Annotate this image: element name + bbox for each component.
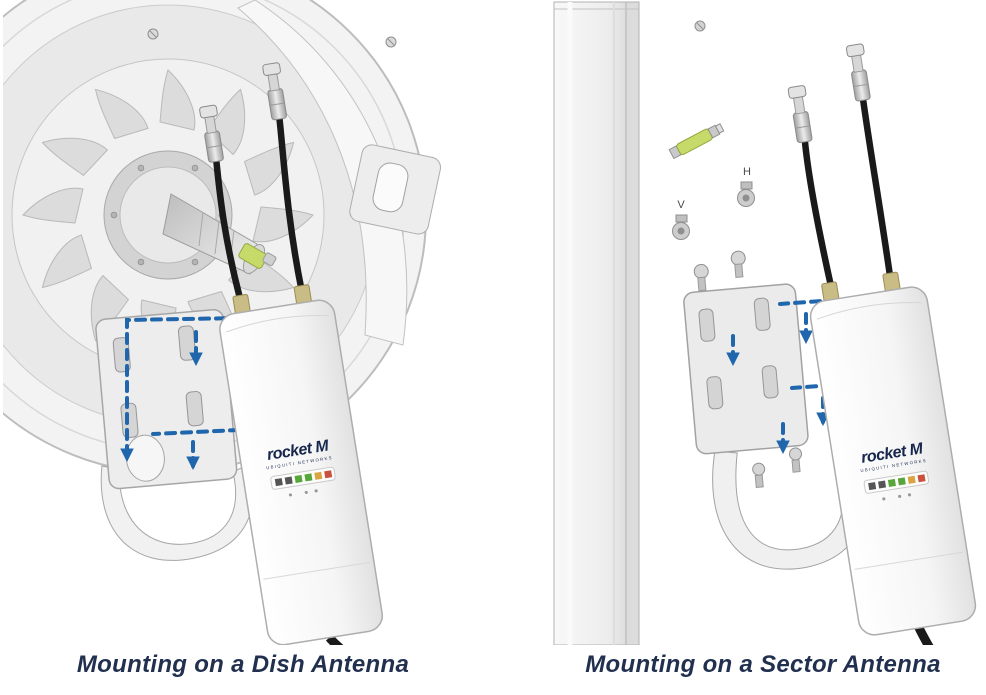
device-body (809, 286, 977, 636)
dish-mounting-figure: rocket M UBIQUITI NETWORKS Mounting on a… (0, 0, 486, 679)
assembly-direction-arrows (120, 316, 243, 471)
sector-caption: Mounting on a Sector Antenna (585, 651, 941, 678)
rf-connector-icon (845, 43, 871, 102)
rf-connector-icon (199, 104, 224, 163)
antenna-ports: H V (672, 166, 755, 240)
v-port-jack-icon (672, 214, 690, 240)
rf-cable-left (213, 161, 244, 301)
rocket-device: rocket M UBIQUITI NETWORKS (199, 62, 384, 645)
feed-horn (162, 193, 277, 275)
dish-antenna-illustration: rocket M UBIQUITI NETWORKS (3, 0, 442, 645)
rim-screw-icon (147, 28, 397, 48)
rf-cable-left (801, 141, 834, 286)
bracket-slots (698, 297, 779, 410)
clamp-bolts (752, 447, 803, 489)
port-label-h: H (743, 166, 751, 178)
led-strip (270, 466, 336, 497)
led-strip (863, 470, 930, 501)
dish-caption: Mounting on a Dish Antenna (76, 651, 410, 678)
pole-screw-icon (694, 20, 706, 32)
mounting-bracket (683, 250, 864, 570)
ethernet-cable (914, 624, 945, 645)
rocket-device: rocket M UBIQUITI NETWORKS (787, 43, 977, 645)
mounting-tab (349, 144, 442, 235)
rf-connector-icon (787, 85, 813, 144)
port-label-v: V (677, 199, 685, 211)
green-rf-adapter-icon (238, 243, 277, 269)
rf-connector-icon (262, 62, 287, 121)
dish-rim (147, 0, 442, 346)
bracket-slots (112, 325, 204, 439)
sector-mounting-figure: H V (540, 0, 986, 679)
h-port-jack-icon (737, 181, 755, 207)
rf-cable-right (276, 118, 305, 291)
bracket-bolts (693, 250, 746, 292)
green-rf-adapter-icon (668, 123, 725, 160)
sector-antenna-illustration: H V (553, 1, 977, 645)
rf-cable-right (859, 99, 894, 276)
ethernet-cable (325, 634, 367, 645)
mast-pole (553, 1, 706, 645)
